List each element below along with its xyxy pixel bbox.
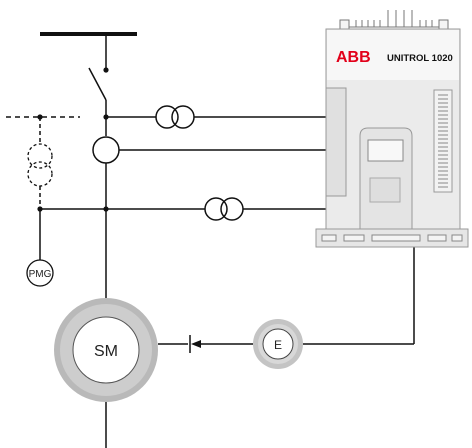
rectifier-diode-arrow (191, 340, 201, 348)
busbar-junction-dot (103, 67, 109, 73)
abb-logo: ABB (336, 49, 371, 66)
pmg-label: PMG (29, 269, 52, 280)
device-display (367, 139, 404, 162)
device-terminal-ticks (438, 94, 448, 188)
base-connector (427, 234, 447, 242)
voltage-transformer-symbol (155, 105, 195, 129)
optional-transformer-symbol (27, 143, 53, 187)
exciter-label: E (274, 338, 282, 352)
current-transformer-symbol (92, 136, 120, 164)
exciter-symbol (253, 319, 303, 369)
device-keypad (369, 177, 401, 203)
device-left-rail (325, 87, 347, 197)
base-connector (451, 234, 463, 242)
base-connector (343, 234, 365, 242)
pmg-symbol (26, 259, 54, 287)
device-terminal-block (433, 89, 453, 193)
device-base-connectors (321, 234, 463, 242)
aux-transformer-symbol (204, 197, 244, 221)
base-connector (371, 234, 421, 242)
breaker-switch (88, 67, 107, 101)
unitrol-device: ABB UNITROL 1020 (315, 10, 469, 248)
device-model-label: UNITROL 1020 (387, 53, 453, 64)
device-header (327, 30, 459, 80)
base-connector (321, 234, 337, 242)
synchronous-machine-label: SM (94, 343, 118, 360)
device-top-terminals (339, 10, 449, 30)
synchronous-machine (54, 298, 158, 402)
